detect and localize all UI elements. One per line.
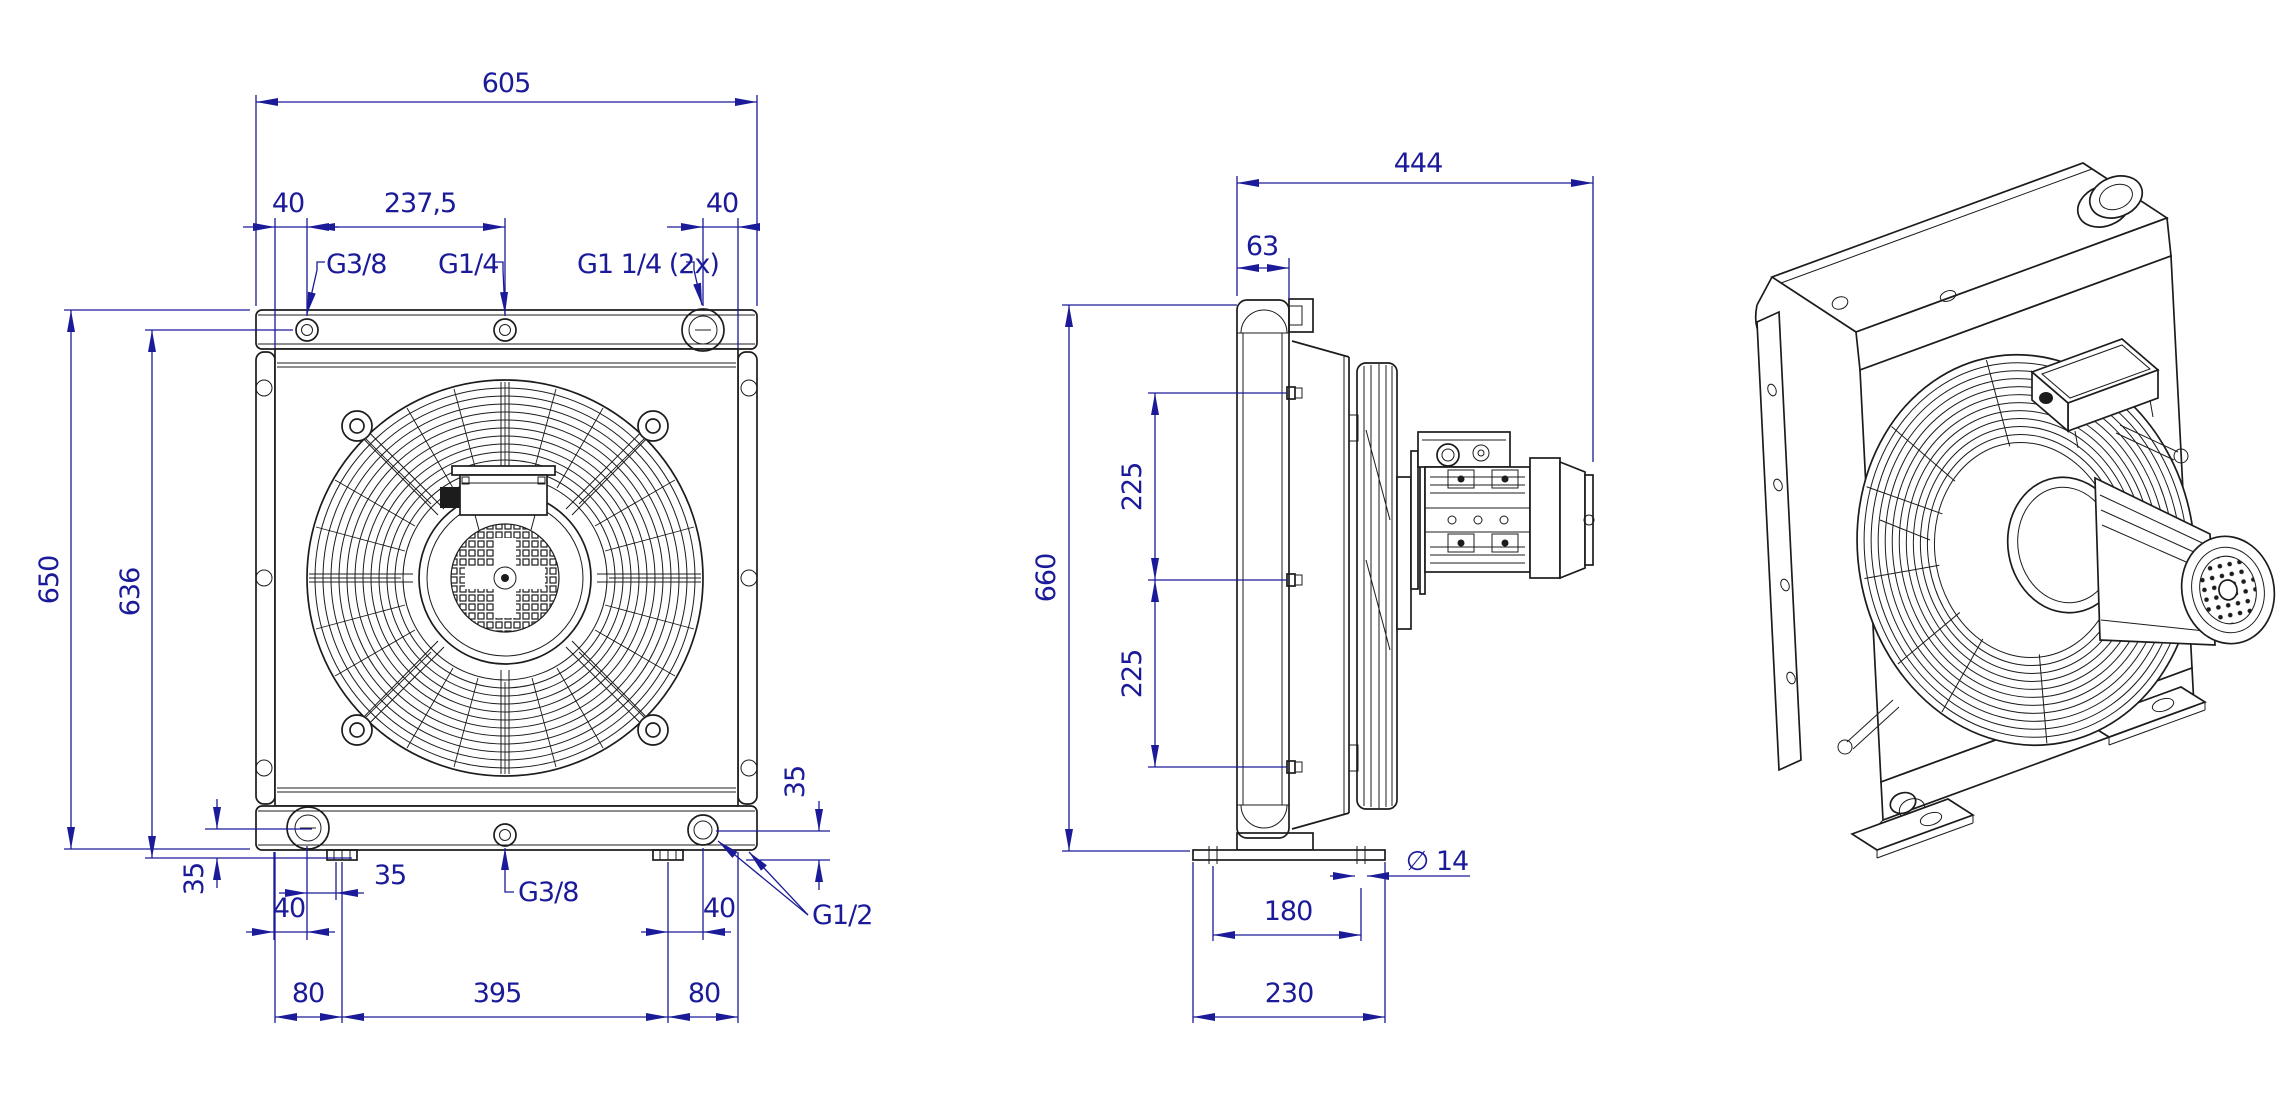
dim-port-spacing: 237,5 (384, 188, 456, 219)
label-port-top-center: G1/4 (438, 249, 498, 280)
iso-flange (1756, 310, 1802, 772)
port-g12-bottom-right (687, 814, 719, 846)
label-port-top-right: G1 1/4 (2x) (577, 249, 719, 280)
fan-guard (306, 379, 704, 777)
flange-hole (255, 569, 273, 587)
iso-top-hole (1939, 290, 1957, 302)
label-port-bottom-center: G3/8 (518, 877, 578, 908)
dim-port-offset-left: 40 (272, 188, 304, 219)
isometric-view (1754, 162, 2276, 859)
dim-inner-height: 636 (115, 568, 146, 617)
front-bottom-tank (255, 805, 758, 851)
flange-hole (255, 759, 273, 777)
guard-radial-wires (309, 382, 701, 774)
dim-overall-height: 650 (34, 556, 65, 605)
guard-corner-lugs (341, 410, 669, 746)
side-motor (1410, 431, 1595, 595)
dim-foot-spacing: 395 (473, 978, 522, 1009)
front-view: 605 40 237,5 40 G3/8 G1/4 G1 1/4 (2x) (34, 68, 873, 1023)
label-foot-hole-dia: ∅ 14 (1406, 846, 1468, 877)
iso-terminal-box (2030, 338, 2160, 449)
iso-cable-gland (2039, 392, 2053, 404)
cable-gland (440, 487, 460, 508)
flange-hole (740, 569, 758, 587)
port-bottom-left (286, 806, 330, 850)
dim-bolt-spacing-lower: 225 (1117, 650, 1148, 699)
shaft-center (501, 574, 509, 582)
side-cooler-column (1236, 298, 1314, 839)
flange-hole (740, 379, 758, 397)
dim-foot-offset-left: 80 (292, 978, 324, 1009)
label-port-top-left: G3/8 (326, 249, 386, 280)
dim-base-depth: 230 (1265, 978, 1314, 1009)
iso-guard-straps (1837, 424, 2189, 755)
dim-overall-depth: 444 (1394, 148, 1443, 179)
dim-port-offset-bottom-left: 40 (273, 893, 305, 924)
terminal-box-side (1417, 431, 1511, 468)
motor-body-side (1424, 466, 1531, 573)
side-shroud-guard (1291, 340, 1412, 830)
dim-core-depth: 63 (1246, 231, 1278, 262)
iso-feet (1850, 686, 2207, 859)
dim-overall-width: 605 (482, 68, 531, 99)
front-dimensions: 605 40 237,5 40 G3/8 G1/4 G1 1/4 (2x) (34, 68, 873, 1023)
side-view: 444 63 660 225 225 ∅ 14 (1031, 148, 1595, 1023)
iso-motor (2006, 476, 2276, 646)
top-bracket (1288, 298, 1314, 333)
dim-foot-offset-right: 80 (688, 978, 720, 1009)
dim-port-depth-right: 35 (780, 766, 811, 798)
side-dimensions: 444 63 660 225 225 ∅ 14 (1031, 148, 1594, 1023)
motor-hub (418, 491, 592, 665)
dim-foot-hole-spacing: 180 (1264, 896, 1313, 927)
dim-side-height: 660 (1031, 554, 1062, 603)
port-g38-top (295, 318, 319, 342)
iso-front-hole (1831, 296, 1849, 310)
port-g38-bottom (493, 823, 517, 847)
dim-port-depth-left: 35 (179, 863, 210, 895)
dim-port-offset-bottom-right: 40 (703, 893, 735, 924)
terminal-box-front (440, 465, 556, 531)
guard-spokes (353, 422, 657, 734)
side-base (1192, 832, 1386, 864)
flange-hole (255, 379, 273, 397)
flange-hole (740, 759, 758, 777)
label-port-bottom-corners: G1/2 (812, 900, 872, 931)
dim-port-depth-bottom: 35 (374, 860, 406, 891)
port-g114-top (681, 308, 725, 352)
port-g14-top (493, 318, 517, 342)
dim-bolt-spacing-upper: 225 (1117, 463, 1148, 512)
dim-port-offset-right: 40 (706, 188, 738, 219)
fan-hub-edge (1396, 476, 1412, 630)
front-ports (286, 308, 725, 850)
